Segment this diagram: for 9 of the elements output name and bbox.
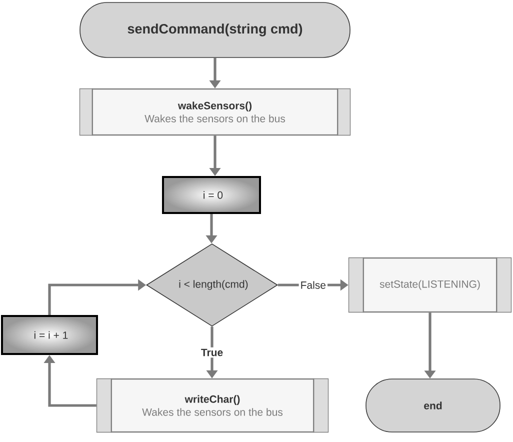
assignment-box: i = i + 1 [1, 315, 98, 355]
edge-label: False [298, 280, 328, 290]
process-box: setState(LISTENING) [348, 257, 512, 313]
process-box: wakeSensors() Wakes the sensors on the bus [79, 88, 351, 136]
terminal-box: end [366, 378, 500, 432]
process-box: writeChar() Wakes the sensors on the bus [96, 378, 329, 433]
assignment-box: i = 0 [162, 176, 261, 214]
edge-label: True [199, 347, 225, 358]
terminal-box: sendCommand(string cmd) [80, 2, 350, 58]
